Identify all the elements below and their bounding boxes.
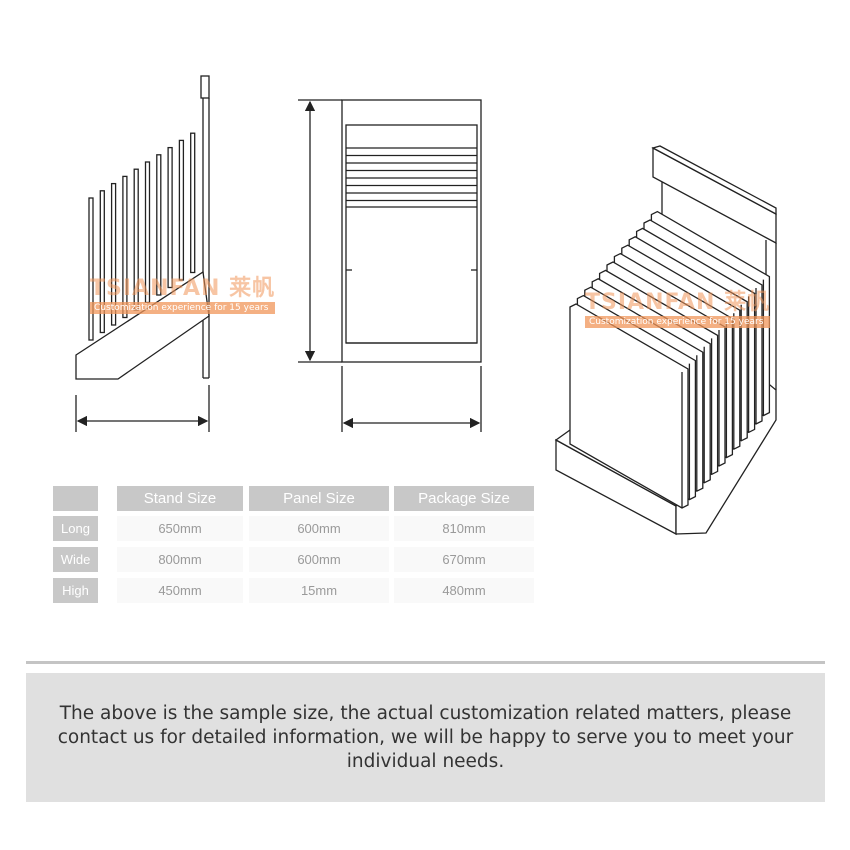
side-rod [156, 154, 162, 296]
technical-drawings [75, 75, 777, 536]
table-cell: 810mm [394, 516, 534, 541]
table-cell: 600mm [249, 516, 389, 541]
table-cell: 15mm [249, 578, 389, 603]
row-label-long: Long [53, 516, 98, 541]
note-text: The above is the sample size, the actual… [57, 702, 794, 772]
row-label-high: High [53, 578, 98, 603]
watermark-tagline: Customization experience for 15 years [90, 302, 276, 314]
side-rod [167, 146, 173, 289]
perspective-view-drawing [554, 145, 777, 536]
customization-note: The above is the sample size, the actual… [26, 673, 825, 802]
side-rod [178, 139, 185, 281]
section-divider [26, 661, 825, 664]
column-header-package-size: Package Size [394, 486, 534, 511]
watermark-brand: TSIANFAN 莱帆 [90, 276, 276, 301]
side-rod [122, 175, 128, 319]
display-panel [569, 303, 689, 509]
watermark: TSIANFAN 莱帆 Customization experience for… [585, 284, 771, 328]
table-cell: 450mm [117, 578, 243, 603]
watermark: TSIANFAN 莱帆 Customization experience for… [90, 270, 276, 314]
column-header-panel-size: Panel Size [249, 486, 389, 511]
table-cell: 600mm [249, 547, 389, 572]
side-rod [99, 190, 105, 334]
column-header-stand-size: Stand Size [117, 486, 243, 511]
row-label-wide: Wide [53, 547, 98, 572]
table-cell: 670mm [394, 547, 534, 572]
side-rod [88, 197, 94, 341]
table-cell: 480mm [394, 578, 534, 603]
table-cell: 650mm [117, 516, 243, 541]
side-rod [190, 132, 196, 274]
front-view-drawing [298, 99, 482, 432]
side-rod [110, 182, 117, 326]
watermark-tagline: Customization experience for 15 years [585, 316, 771, 328]
table-corner [53, 486, 98, 511]
watermark-brand: TSIANFAN 莱帆 [585, 290, 771, 315]
table-cell: 800mm [117, 547, 243, 572]
side-view-drawing [75, 75, 210, 432]
